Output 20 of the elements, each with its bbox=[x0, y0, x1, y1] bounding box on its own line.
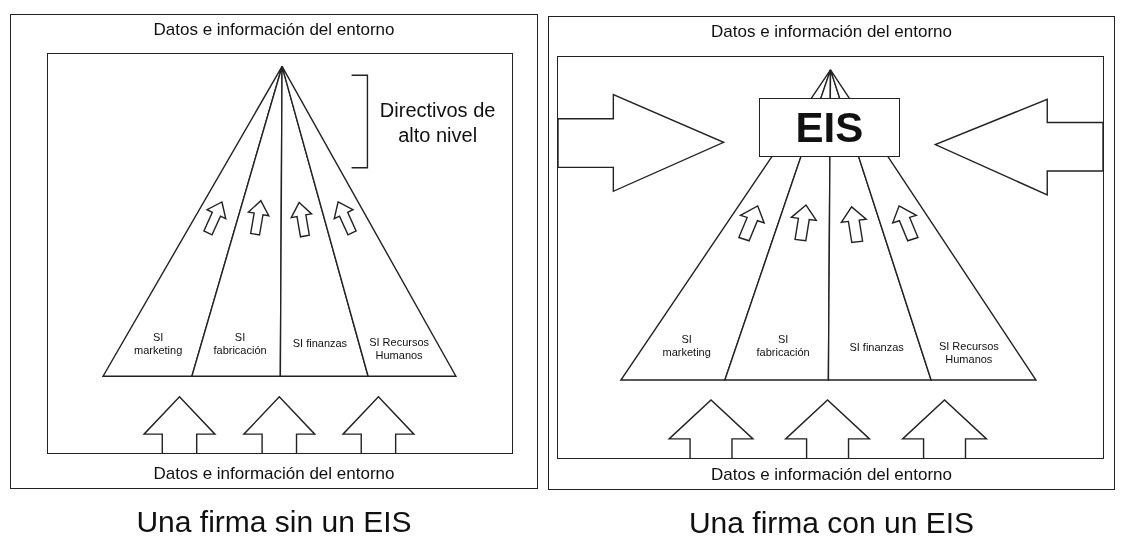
environment-text: Datos e información del entorno bbox=[711, 465, 952, 485]
segment-label: SI finanzas bbox=[846, 341, 907, 355]
inner-frame bbox=[47, 53, 513, 454]
inner-frame bbox=[557, 56, 1104, 459]
panel-label: Una firma con un EIS bbox=[688, 506, 975, 540]
segment-label: SI Recursos Humanos bbox=[369, 335, 430, 363]
segment-label: SI fabricación bbox=[753, 332, 814, 359]
environment-text: Datos e información del entorno bbox=[153, 464, 395, 484]
segment-label: SI fabricación bbox=[210, 330, 271, 357]
panel-label: Una firma sin un EIS bbox=[136, 505, 412, 539]
panel-frame bbox=[548, 16, 1115, 490]
panel-frame bbox=[10, 14, 538, 489]
environment-text: Datos e información del entorno bbox=[711, 22, 952, 42]
bracket-label: Directivos de alto nivel bbox=[378, 98, 497, 149]
system-box: EIS bbox=[759, 98, 900, 158]
segment-label: SI marketing bbox=[128, 330, 189, 357]
environment-text: Datos e información del entorno bbox=[153, 20, 395, 40]
segment-label: SI marketing bbox=[656, 332, 717, 359]
segment-label: SI finanzas bbox=[289, 336, 350, 351]
segment-label: SI Recursos Humanos bbox=[938, 339, 999, 367]
